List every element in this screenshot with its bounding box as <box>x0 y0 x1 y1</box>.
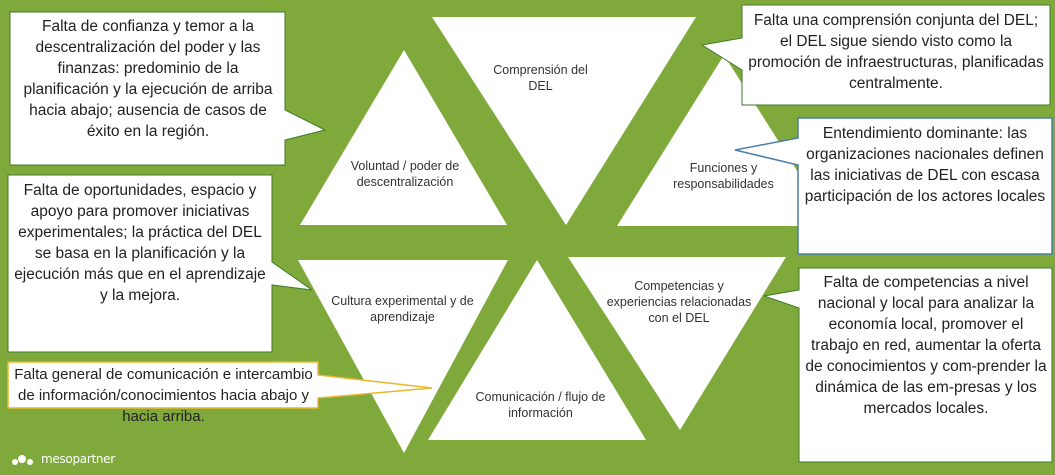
callout-shape-cultura <box>7 174 313 353</box>
callout-cultura: Falta de oportunidades, espacio y apoyo … <box>14 182 266 304</box>
triangle-label-competencias: Competencias y experiencias relacionadas… <box>606 279 752 325</box>
mesopartner-logo-icon <box>12 455 33 465</box>
callout-comprension: Falta una comprensión conjunta del DEL; … <box>748 12 1044 92</box>
callout-funciones: Entendimiento dominante: las organizacio… <box>804 125 1046 205</box>
triangle-voluntad <box>300 50 507 225</box>
callout-shape-voluntad <box>9 11 327 166</box>
callout-shape-competencias <box>763 267 1053 463</box>
callout-voluntad: Falta de confianza y temor a la descentr… <box>23 18 273 140</box>
triangle-label-comunicacion: Comunicación / flujo de información <box>475 390 606 420</box>
triangle-label-comprension: Comprensión del DEL <box>493 63 588 93</box>
brand: mesopartner <box>12 452 115 466</box>
callout-shape-comunicacion <box>7 361 433 409</box>
brand-name: mesopartner <box>41 452 115 466</box>
triangle-comunicacion <box>428 260 646 440</box>
triangle-label-voluntad: Voluntad / poder de descentralización <box>350 159 460 189</box>
triangle-cultura <box>298 260 508 453</box>
triangle-competencias <box>568 257 786 430</box>
callout-comunicacion: Falta general de comunicación e intercam… <box>14 366 313 425</box>
triangle-funciones <box>617 55 832 226</box>
triangle-label-funciones: Funciones y responsabilidades <box>673 161 774 191</box>
triangle-comprension <box>432 17 696 225</box>
triangle-label-cultura: Cultura experimental y de aprendizaje <box>331 294 474 324</box>
callout-shape-funciones <box>734 117 1053 255</box>
callout-shape-comprension <box>700 4 1051 106</box>
callout-competencias: Falta de competencias a nivel nacional y… <box>805 274 1047 417</box>
